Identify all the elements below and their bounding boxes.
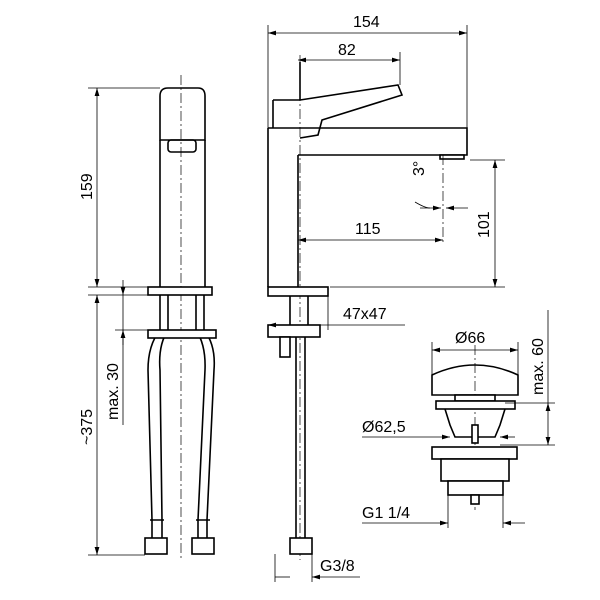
angle-label: 3° [411,161,428,176]
waste-view: Ø66 max. 60 Ø62,5 G1 1/4 [362,310,555,528]
side-view: 159 ~375 max. 30 [79,75,217,560]
waste-flange-diameter-label: Ø62,5 [362,419,406,436]
spout-reach-label: 115 [355,221,381,238]
waste-cap-diameter-label: Ø66 [455,330,485,347]
supply-thread-label: G3/8 [320,558,355,575]
spout-height-label: 101 [476,211,493,238]
overall-length-label: 154 [353,14,380,31]
front-view: 154 82 115 101 3° 47x47 G3/8 [267,14,505,582]
max-thickness-label: max. 30 [105,363,122,420]
hose-length-label: ~375 [79,409,96,445]
waste-thread-label: G1 1/4 [362,505,410,522]
height-label: 159 [79,173,96,200]
base-size-label: 47x47 [343,306,387,323]
waste-max-height-label: max. 60 [530,338,547,395]
lever-length-label: 82 [338,42,356,59]
